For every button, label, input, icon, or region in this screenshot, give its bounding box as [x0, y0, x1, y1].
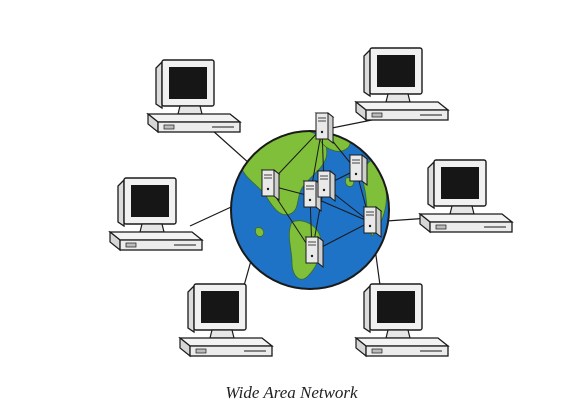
server-right-upper-icon — [349, 154, 368, 186]
computer-top-left-icon — [147, 59, 241, 133]
diagram-caption: Wide Area Network — [225, 383, 358, 402]
computer-mid-right-icon — [419, 159, 513, 233]
server-top-icon — [315, 112, 334, 144]
computer-top-right-icon — [355, 47, 449, 121]
server-right-lower-icon — [363, 206, 382, 238]
server-bottom-icon — [305, 236, 324, 268]
computer-bottom-right-icon — [355, 283, 449, 357]
server-left-icon — [261, 169, 280, 201]
computer-bottom-left-icon — [179, 283, 273, 357]
server-center-b-icon — [317, 170, 336, 202]
computer-mid-left-icon — [109, 177, 203, 251]
